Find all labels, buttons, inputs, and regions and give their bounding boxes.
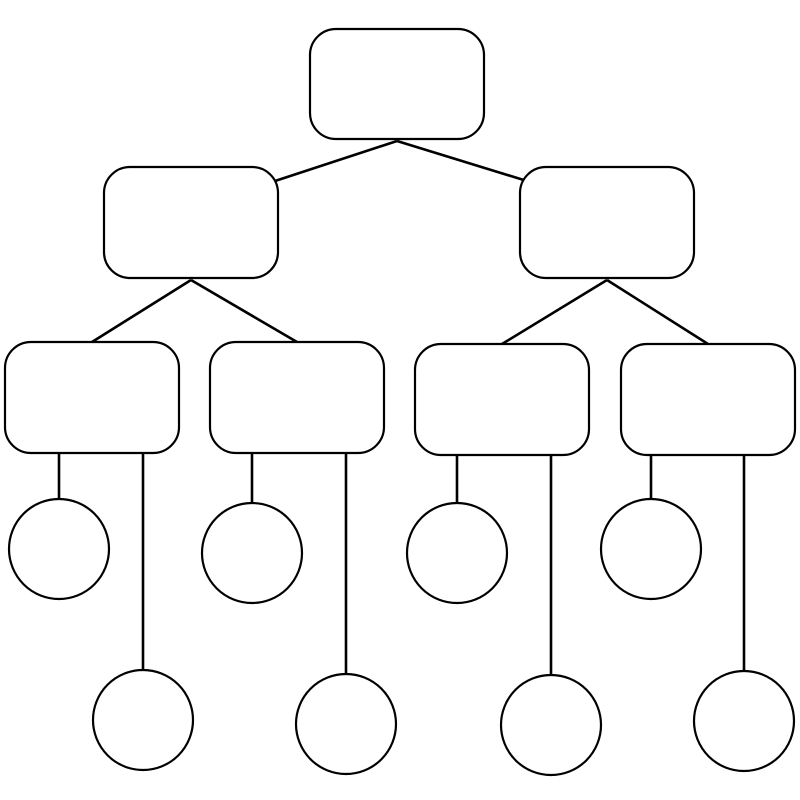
box-node (3, 340, 181, 455)
leaf-circle-node (91, 668, 195, 772)
edge-root-l1b (396, 139, 528, 183)
edge-l1b-l2d (606, 278, 709, 346)
box-node (413, 342, 591, 457)
leaf-circle-node (599, 497, 703, 601)
leaf-circle-node (692, 669, 796, 773)
edge-l1a-l2b (190, 278, 298, 344)
edge-l1a-l2a (91, 278, 192, 344)
leaf-circle-node (405, 501, 509, 605)
edge-l1b-l2c (501, 278, 608, 346)
box-node (518, 165, 696, 280)
leaf-circle-node (499, 673, 603, 777)
box-node (102, 165, 280, 280)
box-node (619, 342, 797, 457)
box-node (208, 340, 386, 455)
leaf-circle-node (200, 501, 304, 605)
root-box-node (308, 27, 486, 141)
edge-root-l1a (274, 139, 398, 183)
leaf-circle-node (7, 497, 111, 601)
leaf-circle-node (294, 672, 398, 776)
